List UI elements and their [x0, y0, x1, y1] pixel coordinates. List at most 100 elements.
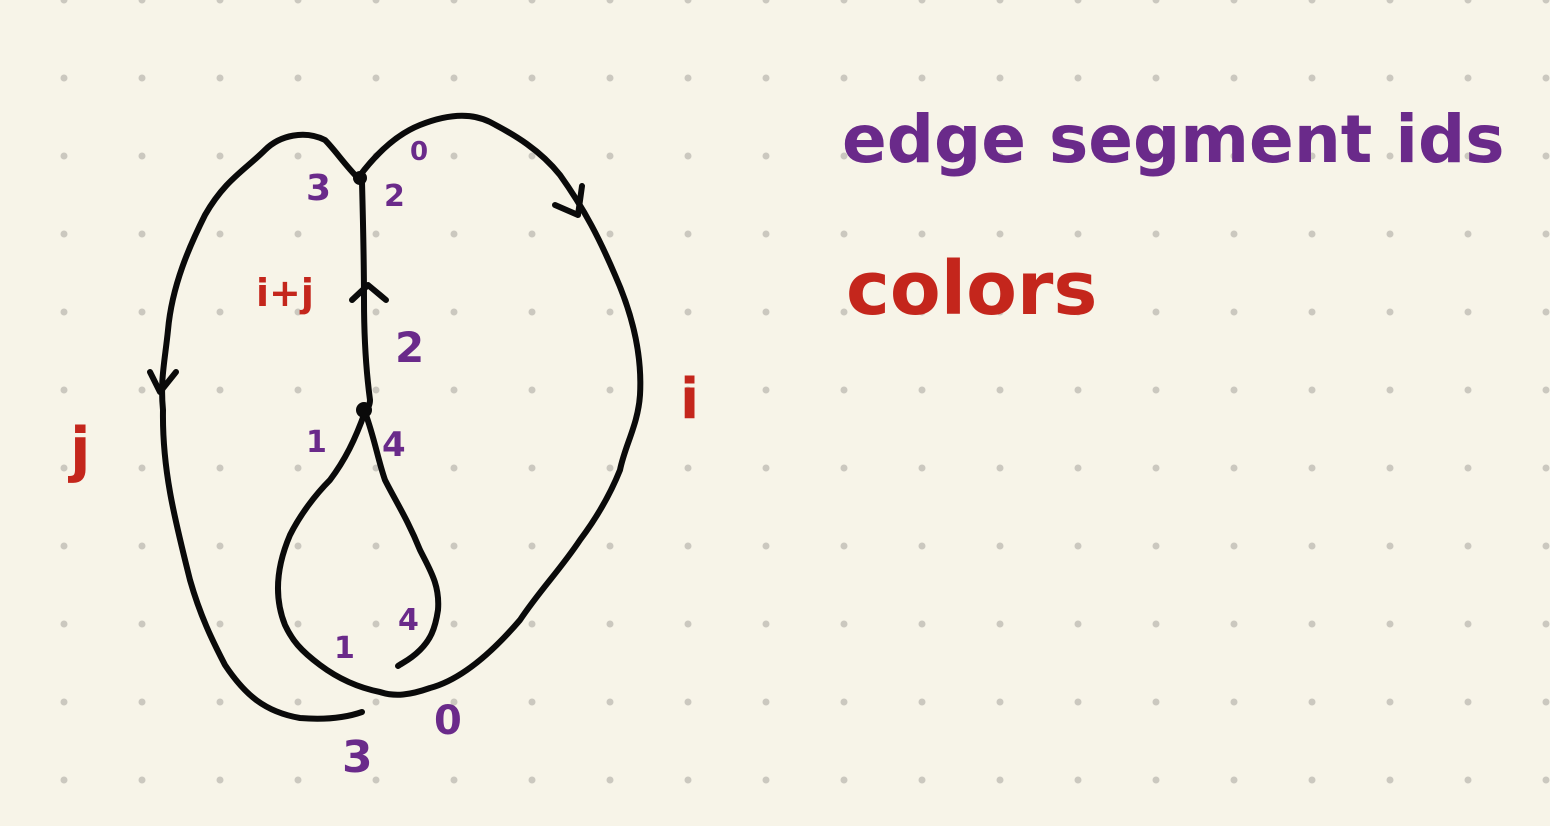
grid-dot [684, 152, 692, 160]
grid-dot [606, 542, 614, 550]
grid-dot [1152, 698, 1160, 706]
grid-dot [216, 0, 224, 4]
grid-dot [528, 620, 536, 628]
grid-dot [216, 230, 224, 238]
grid-dot [918, 308, 926, 316]
lower-vertex [356, 402, 372, 418]
grid-dot [294, 464, 302, 472]
grid-dot [138, 308, 146, 316]
grid-dot [684, 776, 692, 784]
grid-dot [1308, 464, 1316, 472]
grid-dot [372, 620, 380, 628]
grid-dot [294, 230, 302, 238]
grid-dot [138, 152, 146, 160]
grid-dot [918, 230, 926, 238]
grid-dot [1386, 698, 1394, 706]
grid-dot [1230, 308, 1238, 316]
grid-dot [1542, 230, 1550, 238]
grid-dot [840, 542, 848, 550]
grid-dot [60, 542, 68, 550]
segment-id-bottom-right: 0 [434, 698, 462, 744]
grid-dot [138, 464, 146, 472]
grid-dot [216, 698, 224, 706]
grid-dot [606, 698, 614, 706]
grid-dot [138, 542, 146, 550]
grid-dot [450, 308, 458, 316]
grid-dot [60, 308, 68, 316]
grid-dot [606, 230, 614, 238]
grid-dot [528, 152, 536, 160]
grid-dot [1542, 0, 1550, 4]
middle-edge [359, 179, 373, 415]
grid-dot [606, 74, 614, 82]
color-label-right: i [680, 367, 699, 432]
grid-dot [372, 0, 380, 4]
grid-dot [1152, 542, 1160, 550]
segment-id-bottom-loop-left: 1 [334, 631, 355, 666]
grid-dot [1386, 542, 1394, 550]
grid-dot [1464, 698, 1472, 706]
grid-dot [138, 0, 146, 4]
grid-dot [762, 230, 770, 238]
grid-dot [138, 776, 146, 784]
grid-dot [1542, 620, 1550, 628]
grid-dot [996, 698, 1004, 706]
grid-dot [1308, 0, 1316, 4]
grid-dot [1230, 698, 1238, 706]
grid-dot [60, 386, 68, 394]
grid-dot [1230, 386, 1238, 394]
grid-dot [606, 620, 614, 628]
grid-dot [1542, 308, 1550, 316]
grid-dot [684, 0, 692, 4]
grid-dot [762, 620, 770, 628]
grid-dot [918, 386, 926, 394]
grid-dot [996, 74, 1004, 82]
grid-dot [684, 620, 692, 628]
grid-dot [372, 308, 380, 316]
grid-dot [996, 230, 1004, 238]
grid-dot [1230, 776, 1238, 784]
grid-dot [996, 386, 1004, 394]
grid-dot [216, 152, 224, 160]
grid-dot [1230, 152, 1238, 160]
grid-dot [60, 620, 68, 628]
grid-dot [1308, 386, 1316, 394]
grid-dot [918, 698, 926, 706]
grid-dot [60, 464, 68, 472]
grid-dot [1464, 464, 1472, 472]
grid-dot [1542, 542, 1550, 550]
grid-dot [216, 542, 224, 550]
grid-dot [996, 542, 1004, 550]
grid-dot [1074, 230, 1082, 238]
grid-dot [1074, 464, 1082, 472]
grid-dot [138, 386, 146, 394]
grid-dot [528, 542, 536, 550]
grid-dot [840, 230, 848, 238]
grid-dot [1464, 230, 1472, 238]
grid-dot [996, 776, 1004, 784]
grid-dot [1386, 464, 1394, 472]
left-loop-edge [159, 131, 365, 722]
grid-dot [1464, 308, 1472, 316]
grid-dot [1386, 74, 1394, 82]
grid-dot [1308, 698, 1316, 706]
grid-dot [1074, 620, 1082, 628]
grid-dot [216, 74, 224, 82]
segment-id-bottom-left: 3 [342, 732, 373, 783]
grid-dot [684, 698, 692, 706]
grid-dot [1152, 230, 1160, 238]
grid-dot [1074, 698, 1082, 706]
grid-dot [996, 464, 1004, 472]
segment-id-lower-vertex-right: 4 [382, 425, 406, 465]
grid-dot [996, 152, 1004, 160]
grid-dot [606, 776, 614, 784]
grid-dot [294, 152, 302, 160]
segment-id-bottom-loop-right: 4 [398, 603, 419, 638]
grid-dot [60, 74, 68, 82]
grid-dot [372, 230, 380, 238]
grid-dot [918, 776, 926, 784]
grid-dot [762, 386, 770, 394]
grid-dot [1386, 620, 1394, 628]
color-label-left: j [68, 415, 91, 485]
grid-dot [528, 308, 536, 316]
